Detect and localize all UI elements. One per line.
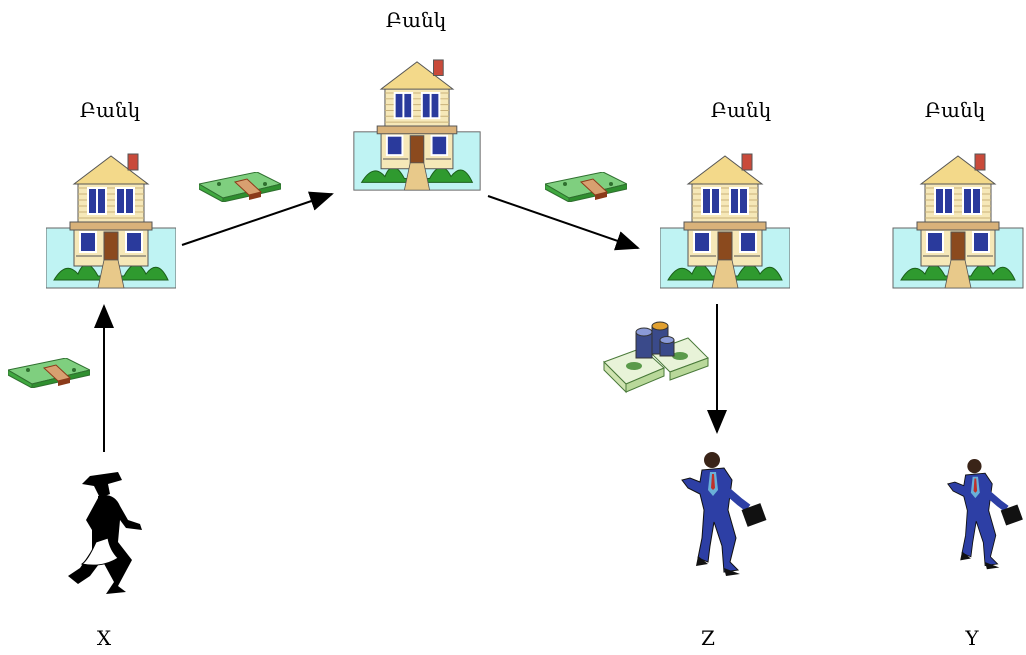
bank-label-2: Բանկ [385, 8, 447, 32]
arrow-bank2-to-bank3 [487, 195, 640, 251]
person-label-y: Y [965, 626, 979, 650]
person-y-figure [946, 450, 1026, 580]
person-label-x: X [96, 626, 112, 650]
person-label-z: Z [701, 626, 715, 650]
person-z-figure [680, 450, 770, 580]
bank-label-4: Բանկ [924, 98, 986, 122]
person-x-figure [62, 464, 152, 604]
arrow-bank1-to-bank2 [181, 191, 334, 246]
bank-label-3: Բանկ [710, 98, 772, 122]
bank-label-1: Բանկ [79, 98, 141, 122]
